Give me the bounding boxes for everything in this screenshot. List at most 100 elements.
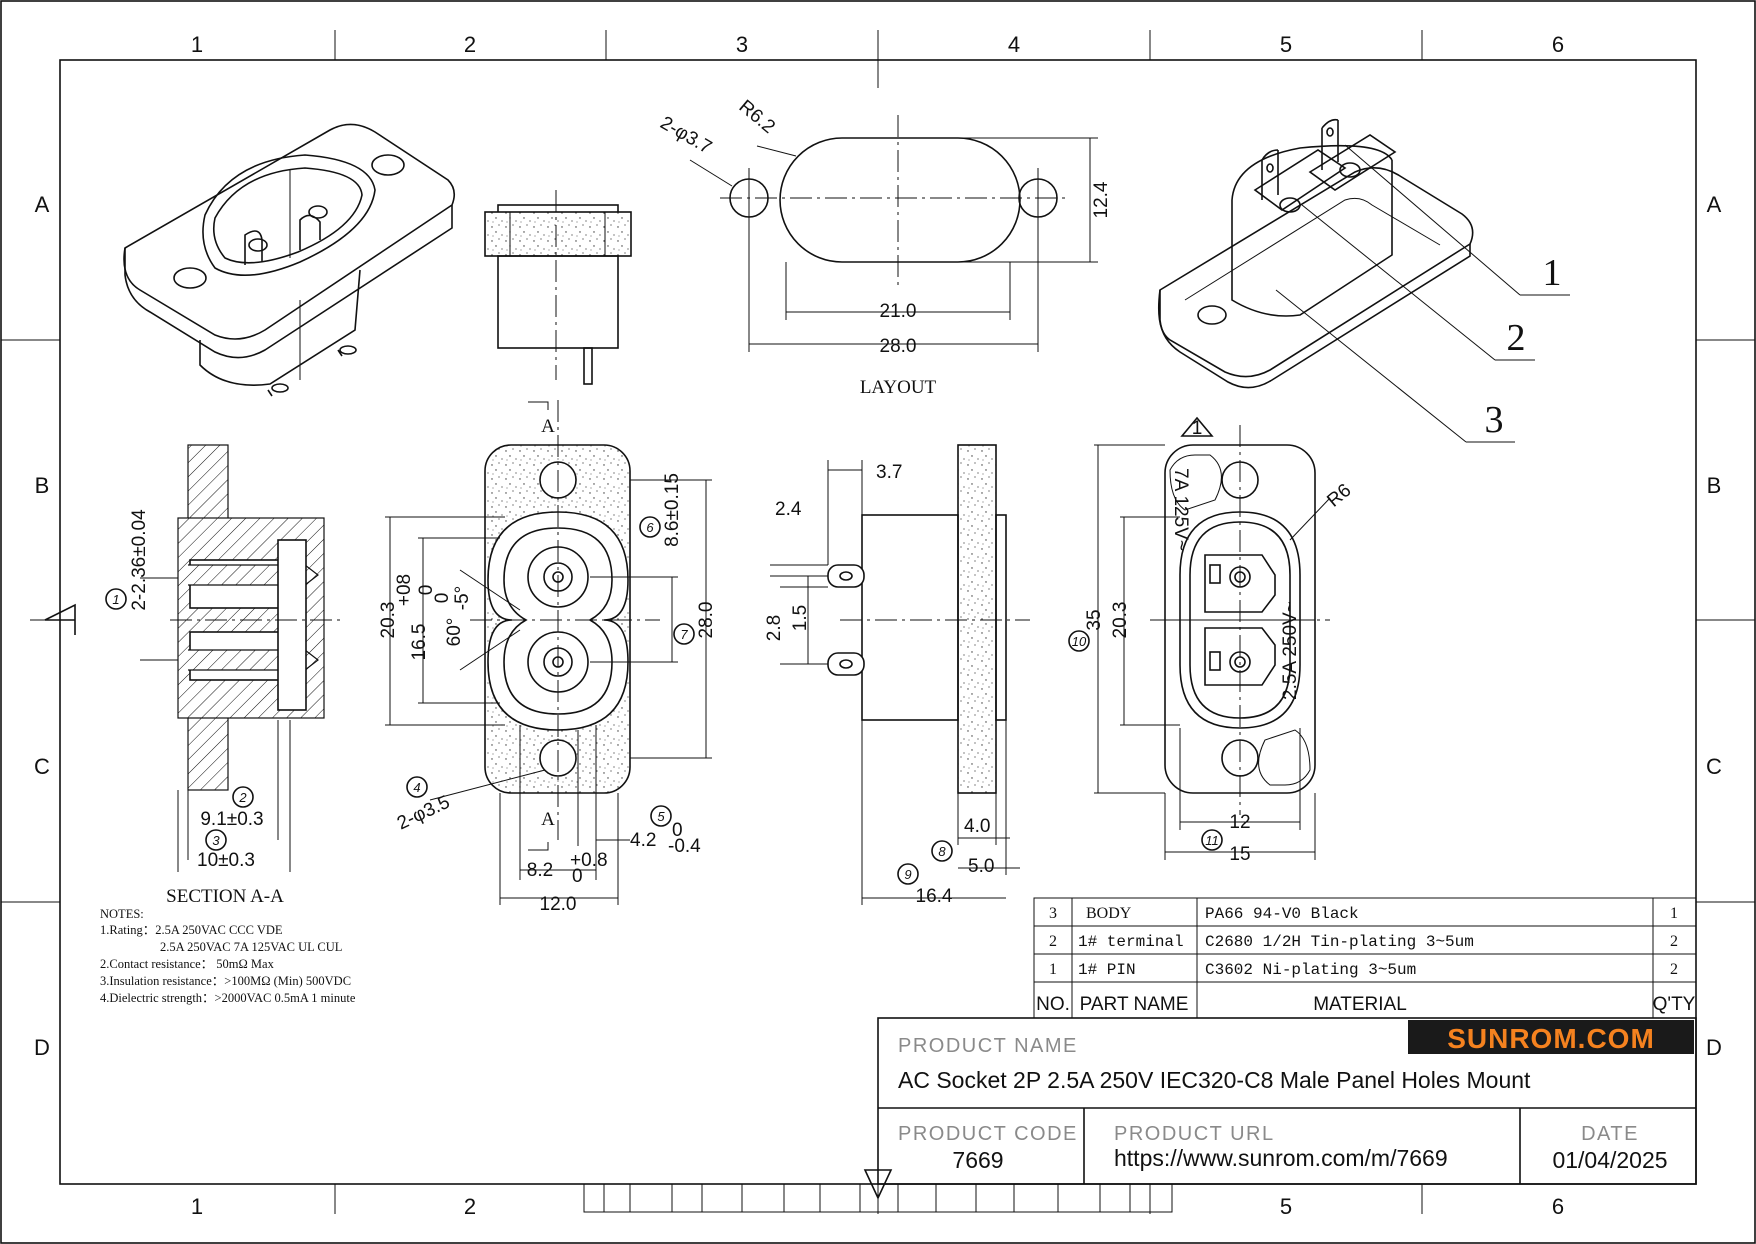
svg-text:MATERIAL: MATERIAL (1313, 994, 1407, 1015)
section-view (140, 444, 340, 872)
svg-text:PA66 94-V0 Black: PA66 94-V0 Black (1205, 905, 1359, 923)
row-label-c-left: C (34, 754, 50, 779)
side-dim-2-4: 2.4 (775, 499, 802, 520)
layout-width-inner: 21.0 (880, 301, 917, 322)
row-label-d-left: D (34, 1035, 50, 1060)
layout-radius: R6.2 (735, 96, 779, 138)
front-width-2-tol-dn: -0.4 (668, 836, 701, 857)
bottom-col-label-1: 1 (191, 1194, 203, 1219)
front-dimensions: A A 20.3 16.5 +08 0 60° 0 -5° 8.6±0.15 2… (378, 416, 717, 915)
product-name-label: PRODUCT NAME (898, 1035, 1078, 1057)
section-caption: SECTION A-A (166, 886, 284, 907)
title-block: SUNROM.COM PRODUCT NAME AC Socket 2P 2.5… (877, 1017, 1697, 1185)
product-code-label: PRODUCT CODE (898, 1123, 1078, 1145)
notes-line-4: 3.Insulation resistance：>100MΩ (Min) 500… (100, 974, 351, 988)
row-label-b-left: B (35, 473, 50, 498)
section-width-1: 9.1±0.3 (200, 809, 263, 830)
bottom-col-label-6: 6 (1552, 1194, 1564, 1219)
balloon-5: 5 (650, 805, 672, 827)
row-label-c-right: C (1706, 754, 1722, 779)
part-callout-2: 2 (1507, 317, 1526, 359)
svg-text:PART NAME: PART NAME (1080, 994, 1189, 1015)
layout-height: 12.4 (1091, 181, 1112, 218)
balloon-1: 1 (105, 588, 127, 610)
layout-width-outer: 28.0 (880, 336, 917, 357)
rear-rating-text-1: 7A 125V~ (1170, 468, 1191, 551)
section-width-2: 10±0.3 (197, 850, 255, 871)
part-callout-1: 1 (1543, 252, 1562, 294)
svg-text:8: 8 (938, 844, 946, 859)
product-code: 7669 (952, 1147, 1003, 1173)
rear-width-inner: 12 (1229, 812, 1250, 833)
rear-rating-text-2: 2.5A 250V~ (1280, 601, 1301, 700)
isometric-front-view (123, 123, 456, 397)
side-view (770, 444, 1030, 905)
rear-width-total: 15 (1229, 844, 1250, 865)
notes-line-5: 4.Dielectric strength：>2000VAC 0.5mA 1 m… (100, 991, 356, 1005)
side-dim-16-4: 16.4 (916, 886, 953, 907)
front-height-inner-tol-dn: 0 (416, 585, 437, 596)
layout-dimensions: R6.2 2-φ3.7 12.4 21.0 28.0 LAYOUT (657, 96, 1112, 398)
svg-text:7: 7 (680, 627, 688, 642)
side-dimensions: 3.7 2.4 2.8 1.5 4.0 5.0 16.4 (764, 462, 994, 907)
section-pin-pitch: 2-2.36±0.04 (129, 509, 150, 611)
row-label-b-right: B (1707, 473, 1722, 498)
front-pin-pitch: 8.6±0.15 (662, 473, 683, 547)
border-labels: 1 2 3 4 5 6 1 2 5 6 A B C D A B C D (34, 32, 1722, 1219)
bom-row-1: 1 1# PIN C3602 Ni-plating 3~5um 2 (1049, 961, 1678, 979)
notes-line-2: 2.5A 250VAC 7A 125VAC UL CUL (160, 940, 342, 954)
front-angle-tol-dn: -5° (452, 586, 473, 611)
svg-text:C2680 1/2H Tin-plating 3~5um: C2680 1/2H Tin-plating 3~5um (1205, 933, 1474, 951)
bottom-col-label-2: 2 (464, 1194, 476, 1219)
rear-height-inner: 20.3 (1110, 602, 1131, 639)
front-width-1-tol-dn: 0 (572, 866, 583, 887)
balloon-3: 3 (205, 829, 227, 851)
balloon-9: 9 (897, 863, 919, 885)
row-label-d-right: D (1706, 1035, 1722, 1060)
svg-text:2: 2 (1049, 933, 1057, 950)
rear-view (1094, 416, 1331, 860)
balloon-7: 7 (673, 623, 695, 645)
isometric-rear-view (1157, 118, 1570, 443)
svg-text:1# PIN: 1# PIN (1078, 961, 1136, 979)
bom-header: NO. PART NAME MATERIAL Q'TY (1036, 994, 1696, 1015)
svg-text:2: 2 (238, 790, 247, 805)
product-url-label: PRODUCT URL (1114, 1123, 1275, 1145)
svg-text:C3602 Ni-plating 3~5um: C3602 Ni-plating 3~5um (1205, 961, 1416, 979)
revision-marker: 1 (1192, 418, 1203, 439)
date-label: DATE (1581, 1123, 1639, 1145)
notes-line-1: 1.Rating：2.5A 250VAC CCC VDE (100, 923, 283, 937)
layout-hole-count: 2-φ3.7 (657, 112, 716, 158)
product-url: https://www.sunrom.com/m/7669 (1114, 1145, 1448, 1171)
svg-text:5: 5 (657, 809, 665, 824)
balloon-8: 8 (931, 840, 953, 862)
svg-text:NO.: NO. (1036, 994, 1070, 1015)
section-marker-top: A (541, 416, 555, 437)
row-label-a-left: A (35, 192, 50, 217)
col-label-3: 3 (736, 32, 748, 57)
front-width-1: 8.2 (527, 860, 553, 881)
front-width-1-tol-up: +0.8 (570, 850, 608, 871)
sunrom-logo: SUNROM.COM (1447, 1023, 1655, 1054)
front-height-inner-tol-up: +08 (394, 574, 415, 606)
side-dim-2-8: 2.8 (764, 615, 785, 641)
front-angle-tol-up: 0 (432, 593, 453, 604)
part-callout-3: 3 (1485, 399, 1504, 441)
col-label-4: 4 (1008, 32, 1020, 57)
svg-text:1: 1 (112, 592, 119, 607)
balloon-2: 2 (232, 786, 254, 808)
notes-heading: NOTES: (100, 907, 144, 921)
svg-text:1: 1 (1049, 961, 1057, 978)
part-callouts: 1 2 3 (1485, 252, 1562, 441)
side-dim-3-7: 3.7 (876, 462, 902, 483)
svg-text:3: 3 (212, 833, 220, 848)
notes-line-3: 2.Contact resistance： 50mΩ Max (100, 957, 275, 971)
row-label-a-right: A (1707, 192, 1722, 217)
side-dim-4-0: 4.0 (964, 816, 990, 837)
svg-text:9: 9 (904, 867, 911, 882)
front-width-2-tol-up: 0 (672, 820, 683, 841)
balloon-11: 11 (1201, 829, 1223, 851)
date-value: 01/04/2025 (1552, 1147, 1667, 1173)
front-width-total: 12.0 (540, 894, 577, 915)
